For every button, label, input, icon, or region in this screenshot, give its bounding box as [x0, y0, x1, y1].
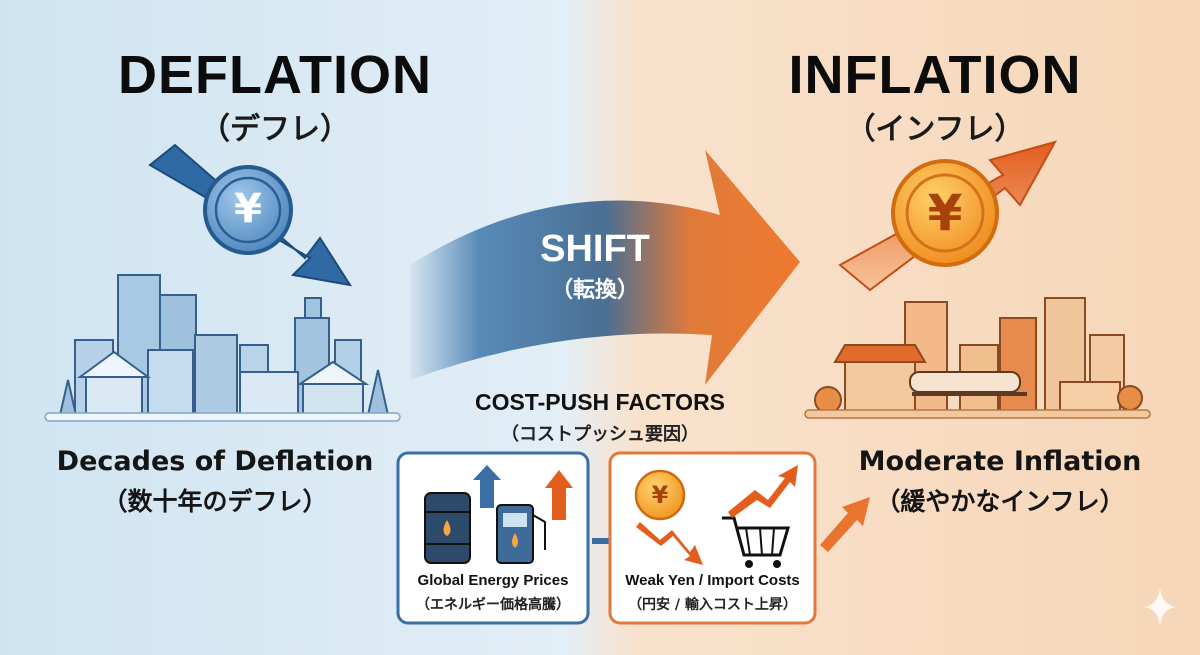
warm-city-illustration	[804, 297, 1151, 419]
arrow-up-icon	[728, 465, 798, 518]
arrow-up-icon	[545, 470, 573, 520]
yen-box-label: Weak Yen / Import Costs	[625, 572, 800, 589]
shift-label-jp: （転換）	[550, 278, 639, 303]
fuel-pump-icon	[496, 504, 546, 564]
inflation-caption: Moderate Inflation	[858, 446, 1142, 477]
arrow-up-icon	[473, 465, 501, 508]
inflation-caption-jp: （緩やかなインフレ）	[875, 487, 1125, 516]
energy-box	[396, 451, 590, 625]
inflation-title: INFLATION	[788, 45, 1082, 105]
yen-coin-icon	[634, 469, 686, 521]
inflation-subtitle: （インフレ）	[845, 112, 1025, 147]
factors-title: COST-PUSH FACTORS	[474, 389, 726, 415]
shift-label: SHIFT	[540, 228, 650, 270]
deflation-title: DEFLATION	[118, 45, 432, 105]
factors-subtitle: （コストプッシュ要因）	[501, 424, 699, 445]
decline-arrow-icon	[636, 522, 703, 565]
deflation-subtitle: （デフレ）	[200, 112, 350, 147]
blue-yen-coin-icon	[203, 165, 293, 255]
oil-barrel-icon	[424, 492, 471, 564]
small-coin-symbol: ¥	[651, 481, 669, 509]
deflation-caption-jp: （数十年のデフレ）	[102, 487, 328, 516]
gold-yen-coin-icon	[891, 159, 999, 267]
frozen-city-illustration	[44, 274, 401, 422]
yen-box	[608, 451, 817, 625]
deflation-caption: Decades of Deflation	[56, 446, 374, 477]
output-arrow	[820, 497, 870, 552]
blue-coin-symbol: ¥	[234, 186, 262, 232]
shift-arrow	[410, 150, 800, 385]
gold-coin-symbol: ¥	[927, 184, 963, 242]
sparkle-icon	[1144, 588, 1176, 626]
energy-box-label: Global Energy Prices	[417, 572, 569, 589]
energy-box-label-jp: （エネルギー価格高騰）	[416, 597, 570, 613]
yen-box-label-jp: （円安 / 輸入コスト上昇）	[628, 597, 797, 613]
